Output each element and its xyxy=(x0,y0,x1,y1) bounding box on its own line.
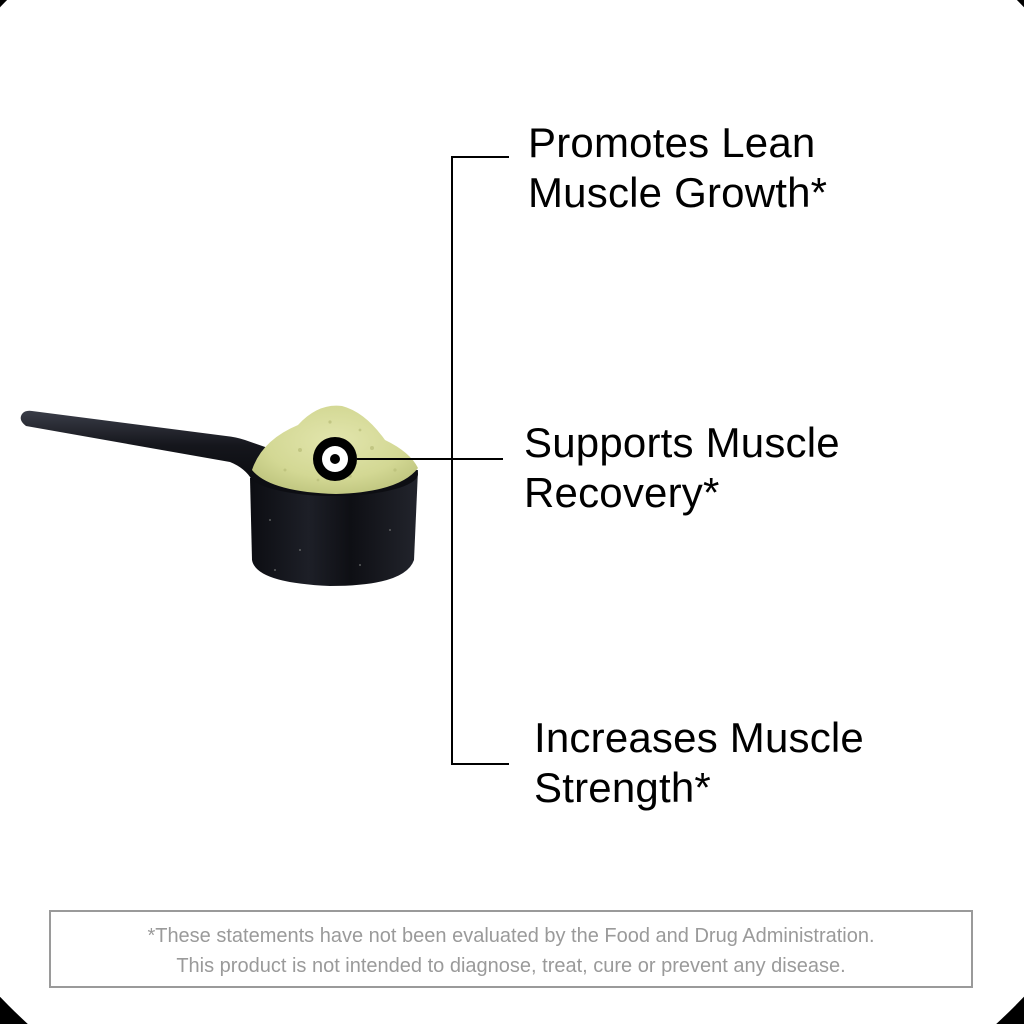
connector-horizontal-center xyxy=(357,458,503,460)
benefit-line: Recovery* xyxy=(524,469,720,516)
benefit-line: Muscle Growth* xyxy=(528,169,828,216)
benefit-line: Increases Muscle xyxy=(534,714,864,761)
benefit-line: Supports Muscle xyxy=(524,419,840,466)
target-marker-icon xyxy=(313,437,357,481)
benefit-muscle-recovery: Supports Muscle Recovery* xyxy=(524,418,840,518)
connector-horizontal-bottom xyxy=(451,763,509,765)
fda-disclaimer-box: *These statements have not been evaluate… xyxy=(49,910,973,988)
connector-vertical xyxy=(451,156,453,765)
disclaimer-line-1: *These statements have not been evaluate… xyxy=(147,925,875,947)
benefit-line: Promotes Lean xyxy=(528,119,816,166)
benefit-line: Strength* xyxy=(534,764,711,811)
target-marker-dot xyxy=(330,454,340,464)
target-marker-ring xyxy=(322,446,348,472)
benefit-muscle-strength: Increases Muscle Strength* xyxy=(534,713,864,813)
benefit-lean-muscle-growth: Promotes Lean Muscle Growth* xyxy=(528,118,827,218)
disclaimer-line-2: This product is not intended to diagnose… xyxy=(176,955,846,977)
connector-horizontal-top xyxy=(451,156,509,158)
